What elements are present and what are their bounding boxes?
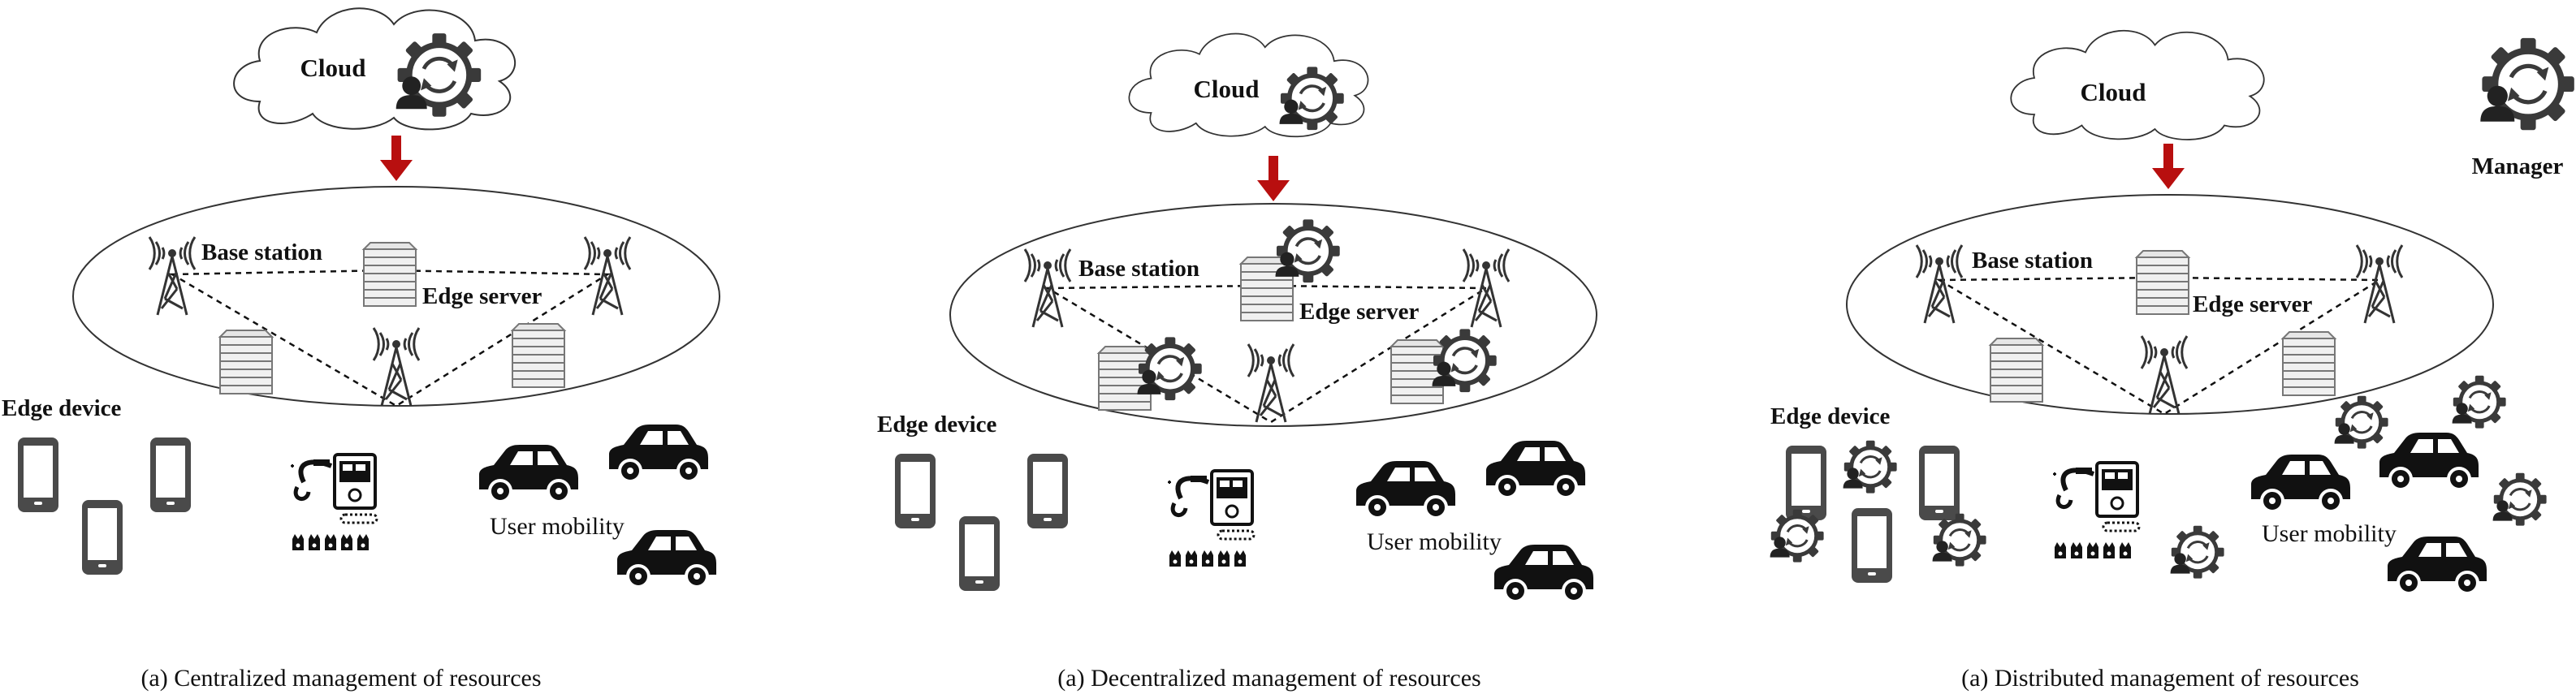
cloud-label: Cloud [1194, 75, 1260, 103]
user-mobility-label: User mobility [2262, 520, 2397, 547]
manager-icon [1276, 219, 1340, 282]
manager-icon [2171, 526, 2224, 579]
edge-device-label: Edge device [1770, 403, 1891, 429]
smartphone-icon [1027, 454, 1068, 528]
factory-robot-icon [1168, 471, 1254, 567]
edge-server-label: Edge server [422, 283, 542, 309]
cloud-label: Cloud [2081, 78, 2146, 106]
edge-server-icon [1990, 338, 2043, 403]
base-station-label: Base station [201, 239, 322, 265]
edge-server-icon [1390, 339, 1444, 404]
factory-robot-icon [2053, 463, 2139, 558]
smartphone-icon [1919, 446, 1960, 520]
panel-caption: (a) Decentralized management of resource… [1057, 665, 1480, 692]
edge-server-label: Edge server [2193, 291, 2312, 317]
manager-icon [1843, 441, 1897, 494]
legend-manager-icon [2480, 38, 2574, 130]
edge-server-icon [512, 323, 565, 388]
car-icon [2386, 535, 2488, 595]
panel-caption: (a) Centralized management of resources [140, 665, 541, 692]
edge-server-icon [219, 330, 273, 394]
base-station-label: Base station [1972, 248, 2093, 274]
car-icon [616, 528, 718, 588]
base-station-icon [1247, 343, 1295, 424]
car-icon [1355, 459, 1457, 519]
car-icon [2378, 431, 2480, 491]
down-arrow-icon [2152, 144, 2185, 189]
down-arrow-icon [380, 136, 413, 181]
user-mobility-label: User mobility [490, 513, 625, 540]
manager-icon [1433, 329, 1497, 392]
base-station-icon [2355, 244, 2404, 325]
manager-icon [2493, 473, 2547, 526]
smartphone-icon [1852, 508, 1892, 583]
panel-distributed: Cloud Base station Edge server Edge devi… [1770, 29, 2574, 692]
smartphone-icon [82, 500, 123, 575]
edge-network-ellipse [72, 186, 720, 407]
down-arrow-icon [1257, 156, 1290, 201]
car-icon [607, 423, 710, 483]
edge-server-icon [363, 242, 417, 307]
panel-caption: (a) Distributed management of resources [1961, 665, 2359, 692]
panel-centralized: Cloud Base station Edge server Edge devi… [2, 7, 720, 692]
car-icon [2250, 453, 2352, 513]
cloud-label: Cloud [300, 54, 366, 82]
car-icon [1485, 439, 1587, 499]
edge-server-icon [2136, 250, 2189, 315]
base-station-icon [1915, 244, 1964, 325]
panel-decentralized: Cloud Base station Edge server Edge devi… [877, 32, 1597, 692]
base-station-icon [583, 235, 632, 317]
edge-device-label: Edge device [877, 412, 997, 438]
network-links [168, 269, 612, 407]
network-links [1935, 276, 2384, 416]
manager-icon [1933, 514, 1986, 567]
car-icon [478, 443, 580, 503]
manager-legend-label: Manager [2472, 153, 2564, 179]
manager-icon [2335, 396, 2388, 449]
smartphone-icon [18, 438, 58, 512]
user-mobility-label: User mobility [1367, 528, 1502, 555]
smartphone-icon [150, 438, 191, 512]
base-station-label: Base station [1078, 256, 1199, 282]
smartphone-icon [959, 516, 1000, 591]
car-icon [1493, 543, 1595, 603]
smartphone-icon [895, 454, 936, 528]
base-station-icon [2140, 334, 2189, 416]
edge-network-ellipse [1846, 194, 2494, 415]
manager-icon [2453, 376, 2506, 429]
edge-server-icon [2282, 331, 2336, 396]
edge-device-label: Edge device [2, 395, 122, 421]
factory-robot-icon [291, 455, 377, 550]
base-station-icon [372, 326, 421, 407]
manager-icon [1770, 510, 1824, 563]
edge-server-label: Edge server [1299, 299, 1419, 325]
edge-network-ellipse [949, 203, 1597, 427]
base-station-icon [148, 235, 197, 317]
smartphone-icon [1786, 446, 1826, 520]
